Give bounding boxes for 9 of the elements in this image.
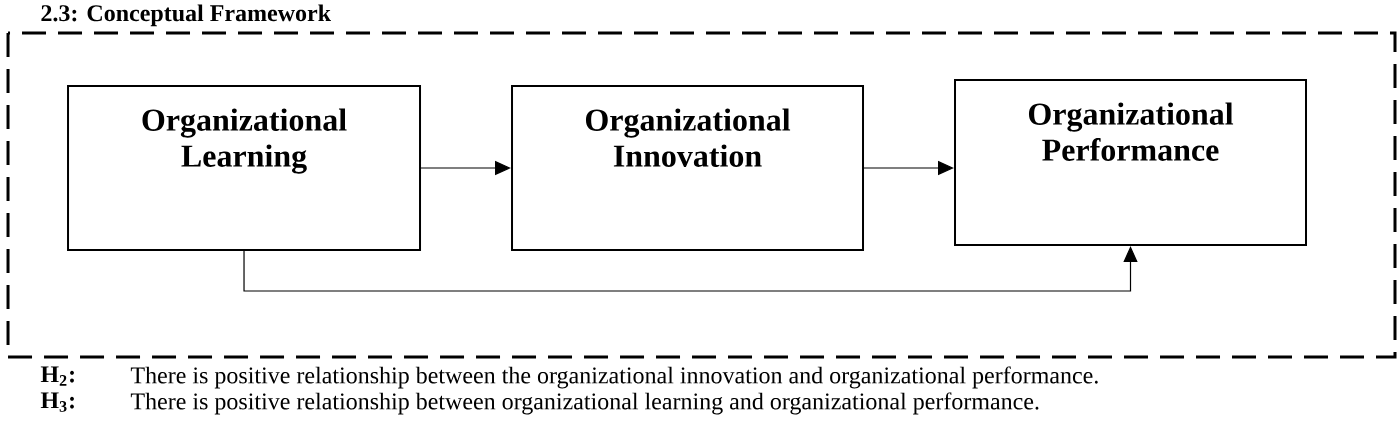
arrow [243,246,1138,292]
box: Organizational Performance [954,79,1307,246]
hypothesis-text: There is positive relationship between organizational learning and organizational performance. [130,392,1039,415]
hypothesis-label: H$_{2}$: [40,366,74,386]
heading: 2.3: Conceptual Framework [41,4,331,27]
box: Organizational Innovation [511,85,864,251]
hypothesis-label: H$_{3}$: [40,392,74,412]
box: Organizational Learning [67,85,421,251]
hypothesis-text: There is positive relationship between the organizational innovation and organizational performance. [130,366,1098,389]
